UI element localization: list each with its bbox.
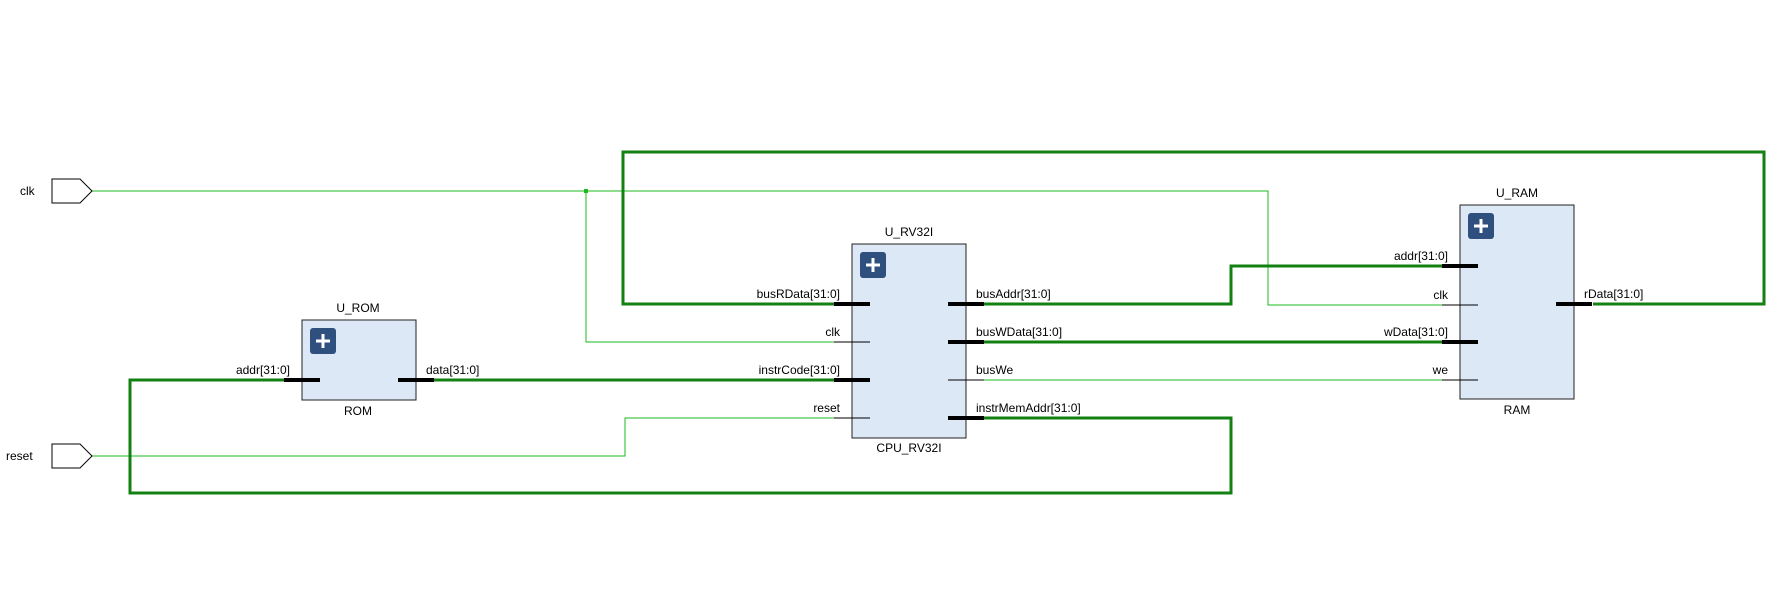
block-module-name: ROM <box>344 404 372 418</box>
pin-label: clk <box>1433 288 1449 302</box>
pin-label: clk <box>825 325 841 339</box>
input-port-icon <box>51 443 93 469</box>
pin-label: instrMemAddr[31:0] <box>976 401 1081 415</box>
input-port-icon <box>51 178 93 204</box>
block-module-name: CPU_RV32I <box>876 441 941 455</box>
port-reset-label: reset <box>6 449 33 463</box>
block-instance-name: U_RV32I <box>885 225 933 239</box>
block-rom[interactable]: U_ROM ROM addr[31:0] data[31:0] <box>236 301 479 418</box>
port-clk-label: clk <box>20 184 36 198</box>
port-reset[interactable]: reset <box>6 443 93 469</box>
net-busAddr[interactable] <box>948 264 1480 306</box>
pin-label: instrCode[31:0] <box>759 363 840 377</box>
block-instance-name: U_ROM <box>336 301 379 315</box>
net-junction <box>584 189 588 193</box>
block-instance-name: U_RAM <box>1496 186 1538 200</box>
port-clk[interactable]: clk <box>20 178 93 204</box>
pin-label: wData[31:0] <box>1383 325 1448 339</box>
pin-label: data[31:0] <box>426 363 479 377</box>
pin-label: busRData[31:0] <box>757 287 840 301</box>
expand-button[interactable] <box>860 252 886 278</box>
pin-label: addr[31:0] <box>1394 249 1448 263</box>
net-clk-cpu-branch[interactable] <box>585 191 870 343</box>
nets <box>92 150 1766 495</box>
net-clk[interactable] <box>92 190 1480 306</box>
pin-label: rData[31:0] <box>1584 287 1643 301</box>
pin-label: busAddr[31:0] <box>976 287 1051 301</box>
expand-button[interactable] <box>1468 213 1494 239</box>
pin-label: busWe <box>976 363 1013 377</box>
expand-button[interactable] <box>310 328 336 354</box>
pin-label: busWData[31:0] <box>976 325 1062 339</box>
net-instrMemAddr[interactable] <box>128 378 1233 495</box>
block-ram[interactable]: U_RAM RAM addr[31:0] clk wData[31:0] we … <box>1383 186 1643 417</box>
net-reset[interactable] <box>92 417 870 457</box>
block-body[interactable] <box>301 319 417 401</box>
net-rData[interactable] <box>621 150 1766 306</box>
block-module-name: RAM <box>1504 403 1531 417</box>
pin-label: addr[31:0] <box>236 363 290 377</box>
pin-label: reset <box>813 401 840 415</box>
block-cpu[interactable]: U_RV32I CPU_RV32I busRData[31:0] clk ins… <box>757 225 1081 455</box>
pin-label: we <box>1432 363 1449 377</box>
